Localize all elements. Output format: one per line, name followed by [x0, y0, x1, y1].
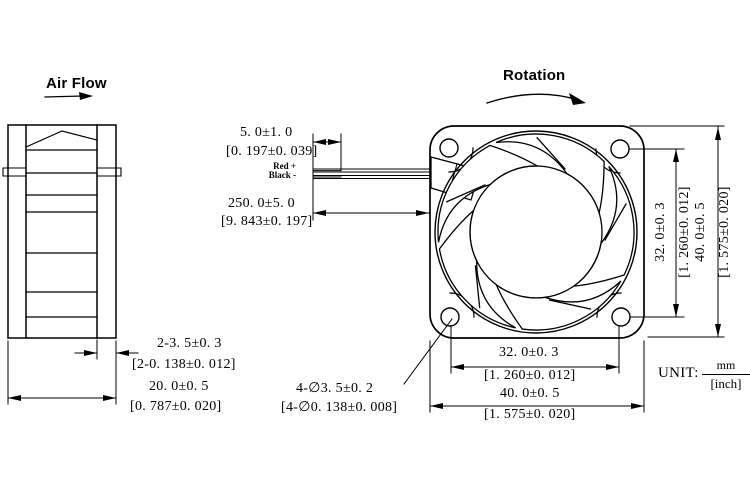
- mounting-hole: [612, 308, 630, 326]
- dim-hole-pitch-v-inch: [1. 260±0. 012]: [677, 186, 692, 278]
- dim-mounting-holes-inch: [4-∅0. 138±0. 008]: [281, 400, 398, 415]
- dimension-arrowhead: [313, 139, 326, 145]
- hole-leader-line: [404, 319, 452, 384]
- unit-label: UNIT:: [658, 365, 699, 381]
- fan-blade: [574, 166, 634, 286]
- dim-lead-length-inch: [9. 843±0. 197]: [221, 214, 313, 229]
- dimension-arrowhead: [8, 395, 21, 401]
- dimension-arrowhead: [606, 364, 619, 370]
- dim-flange-mm: 2-3. 5±0. 3: [157, 336, 222, 351]
- dim-depth-mm: 20. 0±0. 5: [149, 379, 209, 394]
- mounting-hole: [611, 140, 629, 158]
- unit-inch: [inch]: [710, 376, 742, 391]
- side-view-body: [8, 125, 116, 338]
- mounting-holes: [440, 139, 630, 326]
- dim-height-inch: [1. 575±0. 020]: [717, 186, 732, 278]
- dimension-arrowhead: [451, 364, 464, 370]
- wire-red-label: Red +: [273, 161, 296, 171]
- fan-blade: [496, 248, 628, 342]
- fan-blade: [418, 131, 537, 263]
- wire-stripped-ends: [313, 171, 341, 177]
- dim-width-mm: 40. 0±0. 5: [500, 386, 560, 401]
- dimension-arrowhead: [715, 324, 721, 337]
- dim-lead-strip-mm: 5. 0±1. 0: [240, 125, 293, 140]
- dimension-arrowhead: [313, 210, 326, 216]
- dimension-arrowhead: [116, 350, 129, 356]
- mounting-hole: [440, 139, 458, 157]
- dimension-arrowhead: [430, 403, 443, 409]
- fan-front-view: [418, 119, 644, 343]
- fan-venturi-opening: [435, 131, 637, 333]
- air-flow-label: Air Flow: [46, 75, 107, 92]
- fan-hub-circle: [470, 166, 602, 298]
- unit-fraction: mm [inch]: [702, 358, 750, 392]
- fan-impeller: [418, 119, 634, 343]
- dimension-arrowhead: [328, 139, 341, 145]
- air-flow-arrow: [45, 92, 93, 100]
- dimension-arrowhead: [416, 210, 429, 216]
- dim-width-inch: [1. 575±0. 020]: [484, 407, 576, 422]
- rotation-label: Rotation: [503, 67, 566, 84]
- dimension-arrowhead: [673, 304, 679, 317]
- fan-blade: [485, 119, 617, 213]
- side-view-dimensions: [8, 340, 138, 404]
- fan-blade: [425, 211, 544, 343]
- dim-hole-pitch-h-inch: [1. 260±0. 012]: [484, 368, 576, 383]
- dim-flange-inch: [2-0. 138±0. 012]: [132, 357, 236, 372]
- dim-mounting-holes-mm: 4-∅3. 5±0. 2: [296, 381, 374, 396]
- rotation-arrow: [487, 93, 586, 105]
- wire-dimensions: [313, 134, 429, 220]
- dim-depth-inch: [0. 787±0. 020]: [130, 399, 222, 414]
- fan-frame: [430, 126, 644, 338]
- dimension-arrowhead: [103, 395, 116, 401]
- mounting-hole: [441, 308, 459, 326]
- dim-hole-pitch-h-mm: 32. 0±0. 3: [499, 345, 559, 360]
- dim-hole-pitch-v-mm: 32. 0±0. 3: [653, 202, 668, 262]
- side-view-blade-edge: [26, 131, 97, 147]
- dimension-arrowhead: [631, 403, 644, 409]
- dim-lead-strip-inch: [0. 197±0. 039]: [226, 144, 318, 159]
- dim-height-mm: 40. 0±0. 5: [693, 202, 708, 262]
- dimension-arrowhead: [84, 350, 97, 356]
- dimension-arrowhead: [715, 127, 721, 140]
- side-view-parting-groove: [3, 168, 121, 176]
- dim-lead-length-mm: 250. 0±5. 0: [228, 196, 295, 211]
- unit-mm: mm: [702, 358, 750, 375]
- side-view: [3, 125, 121, 338]
- side-view-blade-lines: [26, 150, 97, 317]
- fan-dimensions: [404, 126, 724, 412]
- dimension-arrowhead: [673, 149, 679, 162]
- wire-black-label: Black -: [268, 170, 296, 180]
